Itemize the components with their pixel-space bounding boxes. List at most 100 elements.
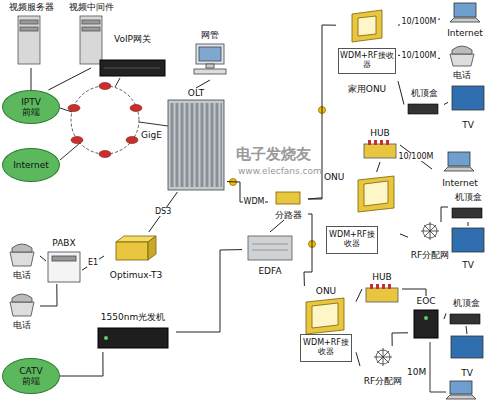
- connector: [40, 284, 57, 306]
- voip-gateway-icon: [100, 60, 165, 76]
- connector: [441, 207, 448, 222]
- hub-node: HUB: [360, 128, 400, 162]
- onu-icon: [352, 10, 382, 42]
- eoc-icon: [414, 310, 438, 338]
- node-label: Internet: [447, 28, 483, 38]
- server-icon: [80, 16, 102, 64]
- onu-node: ONU WDM+RF接收器: [322, 172, 400, 258]
- rf-splitter-node: RF分配网: [408, 222, 452, 260]
- node-label: ONU: [316, 286, 336, 296]
- onu-node: ONUWDM+RF接收器: [296, 286, 356, 364]
- receiver-box: WDM+RF接收器: [326, 226, 378, 254]
- edge-label: 10/100M: [400, 52, 437, 61]
- connector: [176, 250, 242, 332]
- router-icon: [99, 83, 111, 90]
- splitter-icon: [276, 192, 300, 204]
- connector: [466, 326, 467, 334]
- router-icon: [130, 105, 142, 112]
- router-icon: [126, 137, 138, 144]
- node-label: 电话: [13, 270, 31, 280]
- splitter-node: 分路器: [268, 190, 308, 220]
- transmitter-node: 1550nm光发机: [90, 312, 176, 352]
- node-label: WDM+RF接收器: [328, 231, 376, 249]
- tv-icon: [451, 86, 484, 358]
- settop-box-icon: [450, 314, 480, 324]
- node-label: 电话: [13, 320, 31, 330]
- tv-node: TV: [448, 84, 488, 130]
- node-label: 电话: [453, 70, 471, 80]
- connector: [400, 234, 408, 237]
- node-label: PABX: [52, 238, 75, 248]
- connector: [392, 333, 408, 346]
- onu-icon: [358, 16, 376, 36]
- monitor-icon: [199, 47, 221, 61]
- edfa-icon: [252, 250, 288, 251]
- laptop-icon: [448, 152, 470, 166]
- hub-icon: [366, 288, 398, 302]
- node-label: 家用ONU: [348, 84, 386, 94]
- onu-icon: [364, 181, 388, 206]
- onu-node: 家用ONUWDM+RF接收器: [336, 8, 398, 94]
- optical-connector: [230, 107, 326, 248]
- connector: [270, 220, 284, 232]
- hub-node: HUB: [362, 272, 402, 306]
- head-end-ellipse: CATV前端: [2, 358, 60, 394]
- laptop-node: Internet: [440, 0, 490, 38]
- node-label: IPTV前端: [17, 97, 45, 118]
- phone-icon: [452, 46, 472, 54]
- node-label: ONU: [324, 172, 344, 182]
- node-label: RF分配网: [411, 250, 449, 260]
- rf-splitter-icon: [374, 222, 439, 366]
- settop-node: 机顶盒: [404, 88, 444, 118]
- connector: [468, 222, 469, 226]
- olt-chassis: [168, 100, 224, 190]
- pabx-icon: [48, 252, 80, 282]
- node-label: 视频服务器: [9, 2, 54, 12]
- edge-label: E1: [87, 259, 99, 268]
- phone-node: 电话: [4, 240, 40, 280]
- edge-label: DS3: [154, 208, 172, 217]
- transmitter-icon: [98, 328, 168, 348]
- eoc-icon: [424, 316, 428, 320]
- router-icon: [71, 137, 83, 144]
- node-label: HUB: [370, 128, 390, 138]
- connector: [444, 102, 448, 104]
- link-label: GigE: [141, 131, 162, 141]
- edfa-node: EDFA: [242, 232, 298, 276]
- voip-gateway-icon: [104, 68, 160, 69]
- hub-icon: [370, 284, 373, 289]
- edge-label: 10/100M: [400, 18, 437, 27]
- olt-chassis: [168, 100, 224, 190]
- connector: [40, 256, 46, 261]
- rf-splitter-icon: [421, 222, 439, 240]
- connector: [31, 68, 32, 90]
- hub-icon: [388, 284, 391, 289]
- tv-icon: [452, 228, 484, 252]
- phone-icon: [10, 252, 34, 266]
- monitor-icon: [194, 44, 226, 74]
- edge-label: WDM: [243, 198, 266, 207]
- hub-icon: [386, 140, 389, 145]
- edfa-icon: [248, 236, 292, 260]
- olt-node: OLT: [165, 88, 227, 192]
- edge-label: 10/100M: [397, 153, 434, 162]
- node-label: TV: [462, 260, 474, 270]
- onu-icon: [312, 303, 338, 328]
- node-label: 机顶盒: [411, 88, 438, 98]
- laptop-wire: [430, 342, 446, 392]
- phone-icon: [12, 244, 32, 252]
- eoc-node: EOC: [408, 296, 444, 342]
- laptop-icon: [444, 167, 474, 171]
- hub-icon: [364, 144, 396, 158]
- node-label: HUB: [372, 272, 392, 282]
- server-node: 视频服务器: [2, 2, 60, 68]
- nms-node: 网管: [185, 30, 235, 80]
- internet-ellipse: Internet: [2, 148, 60, 182]
- edfa-icon: [252, 244, 288, 245]
- hub-icon: [364, 140, 398, 302]
- router-icon: [99, 151, 111, 158]
- laptop-wire: [430, 342, 446, 392]
- transmitter-icon: [98, 328, 168, 348]
- connector: [356, 289, 362, 302]
